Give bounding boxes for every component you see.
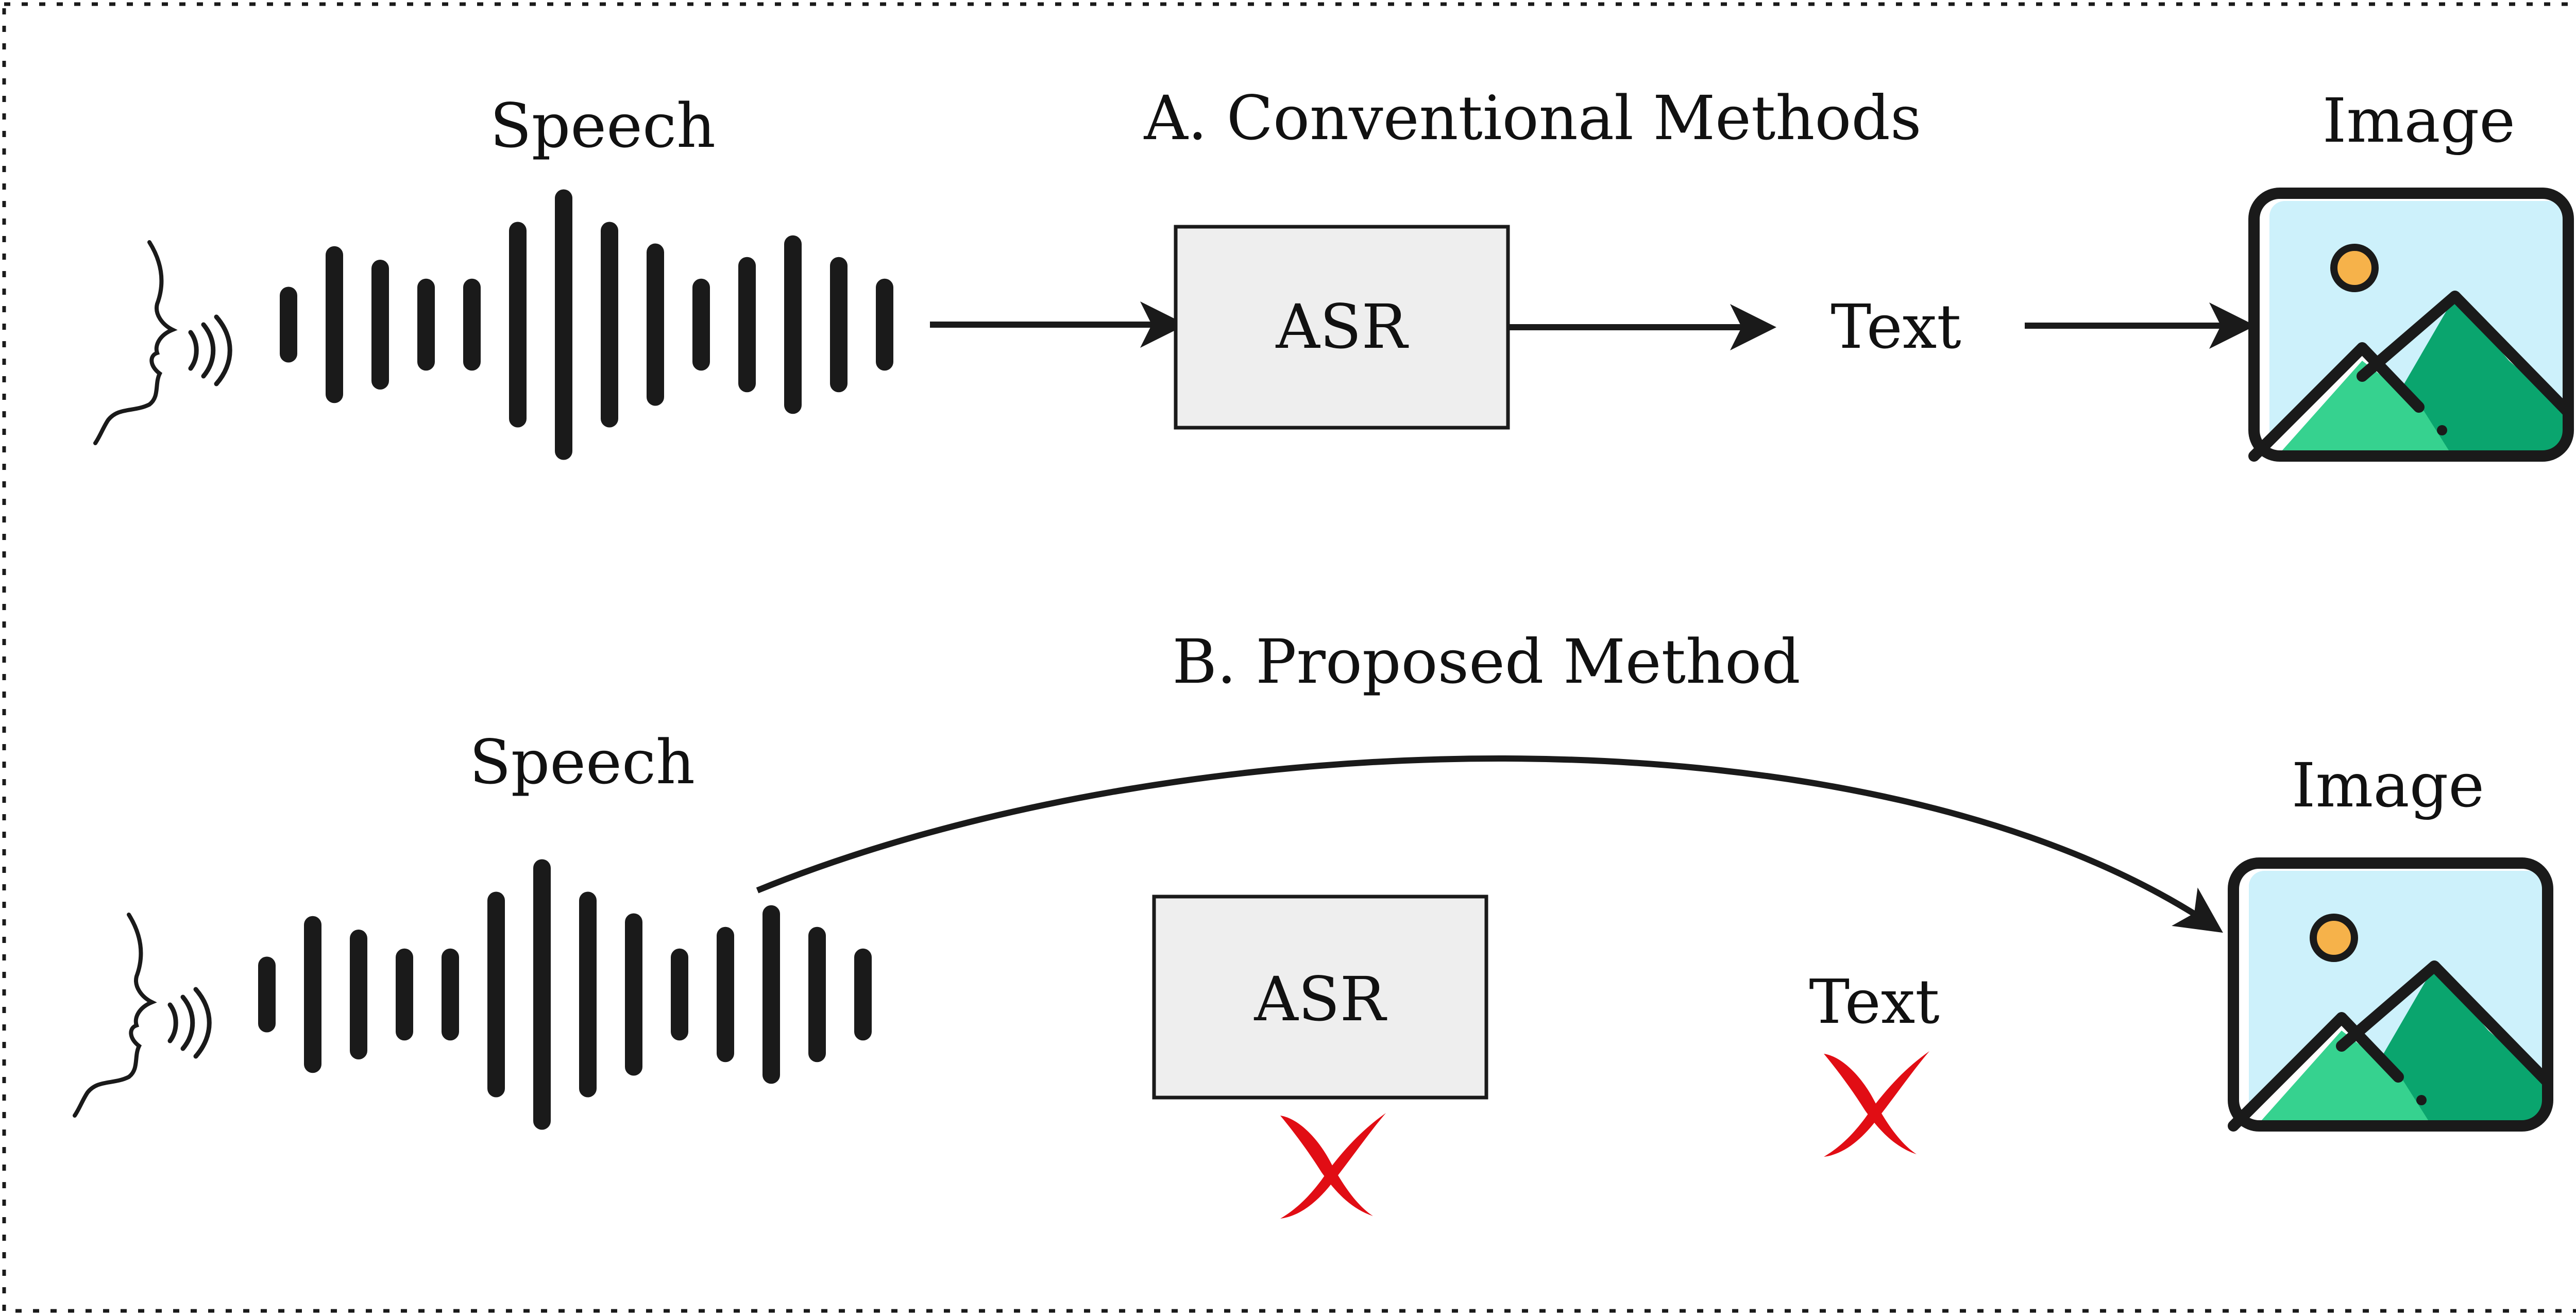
waveform-icon (280, 189, 893, 460)
waveform-bar (784, 235, 802, 414)
cross-mark-icon (1824, 1051, 1929, 1157)
waveform-bar (671, 948, 688, 1041)
waveform-bar (304, 916, 321, 1073)
waveform-bar (442, 948, 459, 1041)
curved-arrow-speech-to-image (756, 755, 2223, 933)
asr-label: ASR (1254, 964, 1387, 1035)
cross-mark-icon (1280, 1113, 1386, 1219)
section-a: A. Conventional Methods Speech ASR Text … (93, 82, 2574, 462)
image-icon (2228, 857, 2553, 1132)
section-b-speech-label: Speech (469, 727, 695, 798)
waveform-icon (258, 859, 872, 1130)
section-b-image-label: Image (2292, 750, 2484, 821)
waveform-bar (601, 222, 618, 428)
waveform-bar (258, 956, 276, 1033)
waveform-bar (762, 905, 780, 1084)
waveform-bar (830, 257, 848, 393)
waveform-bar (854, 948, 872, 1041)
waveform-bar (509, 222, 527, 428)
waveform-bar (717, 926, 734, 1063)
text-label: Text (1809, 966, 1939, 1037)
waveform-bar (533, 859, 551, 1130)
waveform-bar (417, 278, 435, 371)
asr-box: ASR (1174, 225, 1510, 430)
waveform-bar (326, 246, 343, 403)
section-b-title: B. Proposed Method (1172, 626, 1800, 697)
image-icon (2248, 188, 2574, 462)
waveform-bar (647, 243, 664, 406)
asr-box: ASR (1152, 895, 1488, 1100)
section-a-speech-label: Speech (490, 90, 716, 161)
section-a-title: A. Conventional Methods (1143, 82, 1921, 154)
waveform-bar (579, 891, 597, 1098)
waveform-bar (463, 278, 481, 371)
waveform-bar (876, 278, 893, 371)
waveform-bar (555, 189, 572, 460)
waveform-bar (371, 260, 389, 390)
text-label: Text (1831, 291, 1961, 362)
speaking-head-icon (73, 913, 212, 1118)
waveform-bar (625, 913, 642, 1076)
waveform-bar (280, 286, 297, 363)
waveform-bar (738, 257, 756, 393)
section-a-image-label: Image (2323, 85, 2515, 156)
waveform-bar (350, 930, 367, 1059)
waveform-bar (396, 948, 413, 1041)
waveform-bar (808, 926, 826, 1063)
section-b: B. Proposed Method Speech ASR Text (73, 626, 2553, 1219)
speaking-head-icon (93, 240, 232, 445)
asr-label: ASR (1276, 291, 1409, 362)
waveform-bar (487, 891, 505, 1098)
waveform-bar (692, 278, 710, 371)
